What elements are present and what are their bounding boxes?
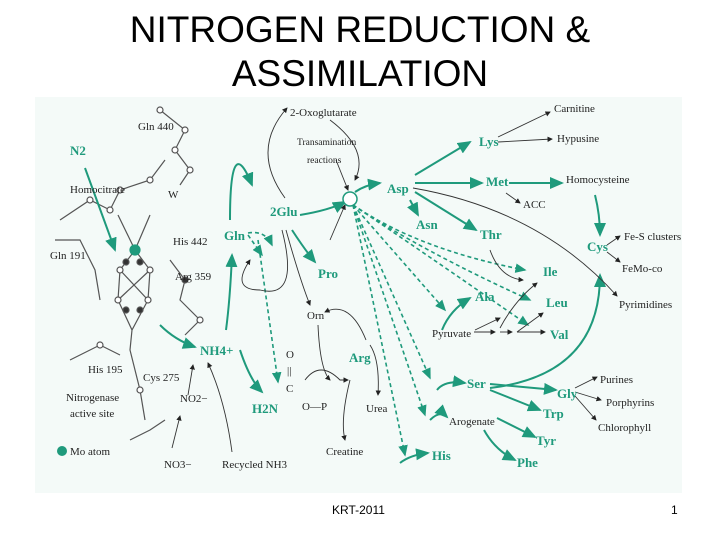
node-gly: Gly [557, 386, 578, 401]
node-recycled-nh3: Recycled NH3 [222, 459, 288, 471]
carbamoyl-c: C [286, 383, 293, 395]
label-transamination: Transamination [297, 138, 357, 148]
node-no3: NO3− [164, 459, 192, 471]
node-2glu: 2Glu [270, 204, 297, 219]
node-fe-s-clusters: Fe-S clusters [624, 231, 681, 243]
node-ser: Ser [467, 376, 486, 391]
caption-active-site: active site [70, 408, 114, 420]
node-chlorophyll: Chlorophyll [598, 422, 651, 434]
pathway-arrows-green [84, 140, 606, 464]
node-arg: Arg [349, 350, 371, 365]
node-pro: Pro [318, 266, 338, 281]
nitrogenase-structure [55, 106, 204, 441]
node-tyr: Tyr [536, 433, 556, 448]
node-thr: Thr [480, 227, 502, 242]
footer-text: KRT-2011 [332, 503, 385, 517]
mo-atom-marker [129, 244, 141, 256]
node-asp: Asp [387, 181, 409, 196]
node-leu: Leu [546, 295, 568, 310]
node-val: Val [550, 327, 569, 342]
node-cys: Cys [587, 239, 608, 254]
caption-nitrogenase: Nitrogenase [66, 392, 119, 404]
node-gln: Gln [224, 228, 246, 243]
node-met: Met [486, 174, 509, 189]
pathway-arrows-black [171, 107, 621, 453]
pathway-arrows-dashed [247, 204, 532, 457]
label-arg359: Arg 359 [175, 271, 212, 283]
carbamoyl-o: O [286, 349, 294, 361]
node-homocysteine: Homocysteine [566, 174, 630, 186]
label-gln440: Gln 440 [138, 121, 174, 133]
label-gln191: Gln 191 [50, 250, 86, 262]
node-h2n: H2N [252, 401, 279, 416]
node-ile: Ile [543, 264, 558, 279]
node-his: His [432, 448, 451, 463]
node-phe: Phe [517, 455, 538, 470]
node-trp: Trp [543, 406, 564, 421]
label-cys275: Cys 275 [143, 372, 180, 384]
node-ala: Ala [475, 289, 495, 304]
carbamoyl-double-bond: || [287, 365, 291, 377]
node-femo-co: FeMo-co [622, 263, 663, 275]
slide-title-line2: ASSIMILATION [231, 53, 489, 94]
label-homocitrate: Homocitrate [70, 184, 125, 196]
page-number: 1 [671, 503, 678, 517]
node-lys: Lys [479, 134, 499, 149]
label-w: W [168, 189, 179, 201]
node-orn: Orn [307, 310, 325, 322]
carbamoyl-op: O—P [302, 401, 327, 413]
node-asn: Asn [416, 217, 438, 232]
node-2-oxoglutarate: 2-Oxoglutarate [290, 107, 357, 119]
node-no2: NO2− [180, 393, 208, 405]
node-pyruvate: Pyruvate [432, 328, 471, 340]
node-purines: Purines [600, 374, 633, 386]
label-reactions: reactions [307, 156, 342, 166]
node-nh4: NH4+ [200, 343, 233, 358]
node-acc: ACC [523, 199, 546, 211]
node-carnitine: Carnitine [554, 103, 595, 115]
node-porphyrins: Porphyrins [606, 397, 654, 409]
node-arogenate: Arogenate [449, 416, 495, 428]
mo-atom-legend-icon [57, 446, 67, 456]
node-hypusine: Hypusine [557, 133, 599, 145]
slide-title-line1: NITROGEN REDUCTION & [129, 9, 591, 50]
transamination-node [342, 191, 358, 207]
legend-mo-atom: Mo atom [70, 446, 110, 458]
label-his442: His 442 [173, 236, 208, 248]
node-urea: Urea [366, 403, 387, 415]
label-his195: His 195 [88, 364, 123, 376]
node-pyrimidines: Pyrimidines [619, 299, 672, 311]
node-creatine: Creatine [326, 446, 363, 458]
label-n2: N2 [70, 143, 86, 158]
